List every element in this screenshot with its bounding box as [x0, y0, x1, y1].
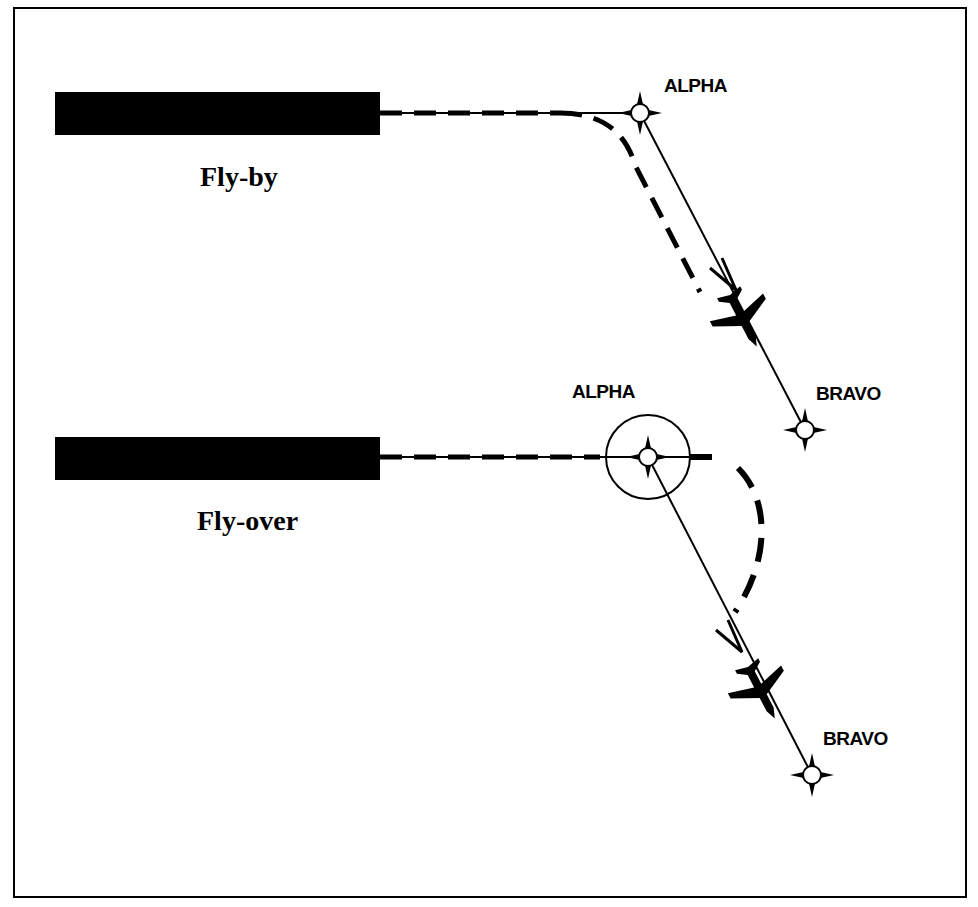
waypoint-symbol	[626, 435, 670, 479]
caption-label: Fly-by	[200, 163, 278, 191]
waypoint-label: BRAVO	[816, 384, 881, 403]
waypoint-label: BRAVO	[823, 729, 888, 748]
flight-path	[560, 113, 700, 292]
runway	[55, 92, 380, 135]
frame	[14, 8, 966, 897]
arrowhead	[710, 258, 736, 290]
waypoint-symbol	[790, 753, 834, 797]
track-line	[380, 112, 640, 114]
flight-path	[690, 457, 762, 612]
track-line	[640, 113, 805, 430]
aircraft	[702, 278, 783, 360]
flight-path	[380, 111, 560, 116]
waypoint-symbol	[783, 408, 827, 452]
aircraft	[720, 650, 801, 732]
waypoint-label: ALPHA	[572, 382, 635, 401]
waypoint-symbol	[618, 91, 662, 135]
track-line	[648, 457, 812, 775]
fly-over-ring	[606, 415, 690, 499]
caption-label: Fly-over	[197, 507, 298, 535]
flight-path	[380, 455, 600, 460]
runway	[55, 437, 380, 480]
arrowhead	[716, 620, 742, 652]
waypoint-label: ALPHA	[664, 76, 727, 95]
